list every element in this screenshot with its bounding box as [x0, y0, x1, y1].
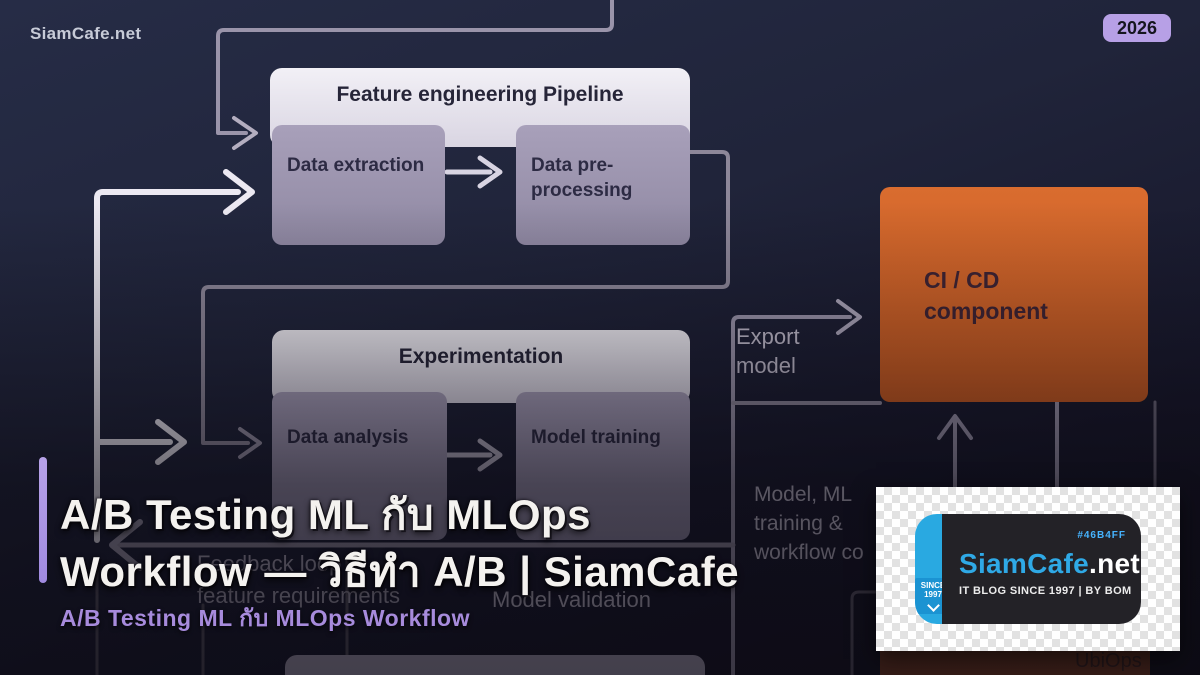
cicd-component-box: CI / CD component [880, 187, 1148, 402]
siamcafe-logo: SINCE 1997 #46B4FF SiamCafe.net IT BLOG … [915, 514, 1141, 624]
export-model-label: Export model [736, 324, 800, 378]
cicd-label-line2: component [924, 298, 1048, 324]
model-ml-training-label: Model, ML training & workflow co [754, 483, 864, 564]
logo-blue-strip: SINCE 1997 [915, 514, 951, 624]
brand-main: SiamCafe [959, 548, 1090, 579]
feature-requirements-label: feature requirements [197, 583, 400, 608]
since-badge-line2: 1997 [924, 590, 942, 599]
data-analysis-box: Data analysis [272, 392, 447, 540]
brand-tagline: IT BLOG SINCE 1997 | BY BOM [959, 585, 1132, 597]
model-validation-label: Model validation [492, 587, 651, 612]
ubiops-label: UbiOps [1075, 650, 1142, 672]
ubiops-box: UbiOps [880, 649, 1150, 675]
site-watermark: SiamCafe.net [30, 24, 142, 43]
siamcafe-logo-card: SINCE 1997 #46B4FF SiamCafe.net IT BLOG … [876, 487, 1180, 651]
logo-body: #46B4FF SiamCafe.net IT BLOG SINCE 1997 … [942, 514, 1141, 624]
cicd-label-line1: CI / CD [924, 267, 1000, 293]
model-training-box: Model training [516, 392, 690, 540]
year-badge: 2026 [1103, 14, 1171, 42]
hex-color-label: #46B4FF [1077, 530, 1126, 541]
brand-suffix: .net [1089, 548, 1140, 579]
feedback-loop-label: Feedback loop [197, 551, 342, 576]
data-preprocessing-box: Data pre-processing [516, 125, 690, 245]
bottom-pipeline-box [285, 655, 705, 675]
data-extraction-box: Data extraction [272, 125, 445, 245]
chevron-down-icon [926, 599, 940, 612]
brand-name: SiamCafe.net [959, 548, 1141, 580]
